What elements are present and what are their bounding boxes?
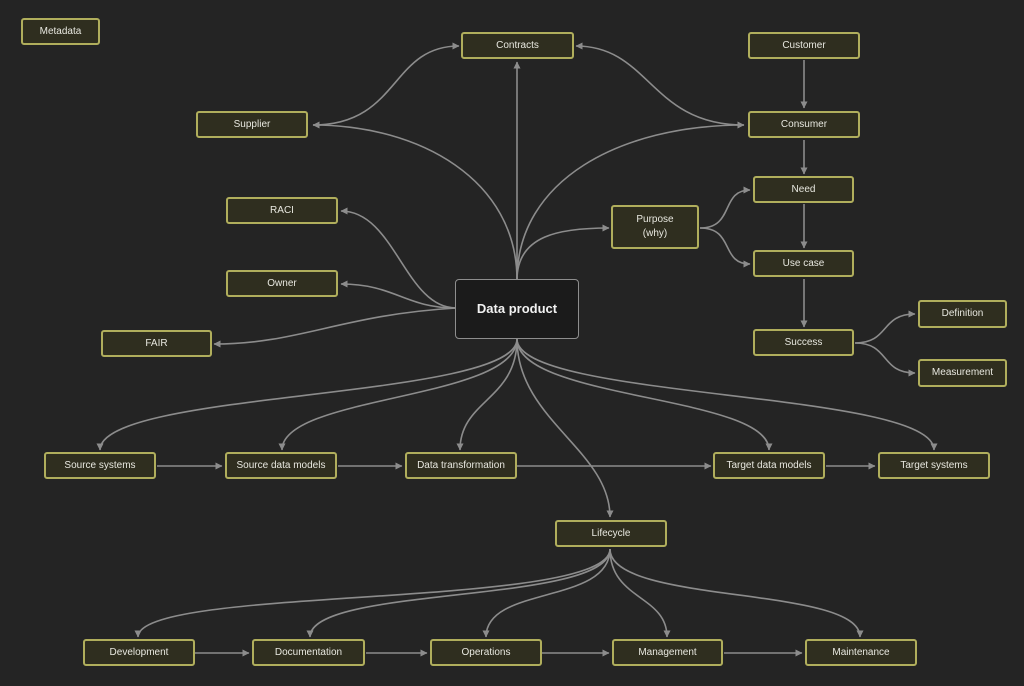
node-purpose[interactable]: Purpose (why) bbox=[611, 205, 699, 249]
node-customer[interactable]: Customer bbox=[748, 32, 860, 59]
node-development[interactable]: Development bbox=[83, 639, 195, 666]
node-target-systems[interactable]: Target systems bbox=[878, 452, 990, 479]
node-owner[interactable]: Owner bbox=[226, 270, 338, 297]
edge-success-to-measurement bbox=[854, 342, 916, 377]
edge-supplier-to-contracts bbox=[312, 42, 460, 126]
node-lifecycle[interactable]: Lifecycle bbox=[555, 520, 667, 547]
node-supplier[interactable]: Supplier bbox=[196, 111, 308, 138]
node-documentation[interactable]: Documentation bbox=[252, 639, 365, 666]
node-operations[interactable]: Operations bbox=[430, 639, 542, 666]
node-data-product[interactable]: Data product bbox=[455, 279, 579, 339]
edge-product-to-target-systems bbox=[516, 338, 938, 451]
edge-product-to-fair bbox=[213, 307, 457, 348]
edge-purpose-to-need bbox=[699, 186, 751, 229]
node-source-data-models[interactable]: Source data models bbox=[225, 452, 337, 479]
node-use-case[interactable]: Use case bbox=[753, 250, 854, 277]
edge-product-to-consumer bbox=[516, 121, 745, 281]
node-target-data-models[interactable]: Target data models bbox=[713, 452, 825, 479]
edge-product-to-lifecycle bbox=[516, 338, 614, 518]
edge-success-to-definition bbox=[854, 310, 916, 344]
edge-lifecycle-to-operations bbox=[482, 548, 611, 638]
node-contracts[interactable]: Contracts bbox=[461, 32, 574, 59]
edge-product-to-supplier bbox=[312, 121, 518, 281]
edge-purpose-to-usecase bbox=[699, 227, 751, 268]
node-need[interactable]: Need bbox=[753, 176, 854, 203]
edge-lifecycle-to-development bbox=[134, 548, 611, 638]
node-measurement[interactable]: Measurement bbox=[918, 359, 1007, 387]
node-fair[interactable]: FAIR bbox=[101, 330, 212, 357]
edge-product-to-source-systems bbox=[96, 338, 518, 451]
node-source-systems[interactable]: Source systems bbox=[44, 452, 156, 479]
edge-lifecycle-to-management bbox=[609, 548, 671, 638]
node-success[interactable]: Success bbox=[753, 329, 854, 356]
edge-product-to-purpose bbox=[516, 224, 610, 281]
edge-lifecycle-to-documentation bbox=[306, 548, 611, 638]
node-data-transformation[interactable]: Data transformation bbox=[405, 452, 517, 479]
edge-product-to-target-models bbox=[516, 338, 773, 451]
node-management[interactable]: Management bbox=[612, 639, 723, 666]
edge-product-to-raci bbox=[340, 207, 457, 309]
node-metadata[interactable]: Metadata bbox=[21, 18, 100, 45]
edge-lifecycle-to-maintenance bbox=[609, 548, 864, 638]
node-maintenance[interactable]: Maintenance bbox=[805, 639, 917, 666]
node-consumer[interactable]: Consumer bbox=[748, 111, 860, 138]
edge-product-to-source-models bbox=[278, 338, 518, 451]
node-definition[interactable]: Definition bbox=[918, 300, 1007, 328]
node-raci[interactable]: RACI bbox=[226, 197, 338, 224]
edge-product-to-owner bbox=[340, 280, 457, 309]
edge-consumer-to-contracts bbox=[575, 42, 745, 126]
edge-product-to-transformation bbox=[456, 338, 518, 451]
